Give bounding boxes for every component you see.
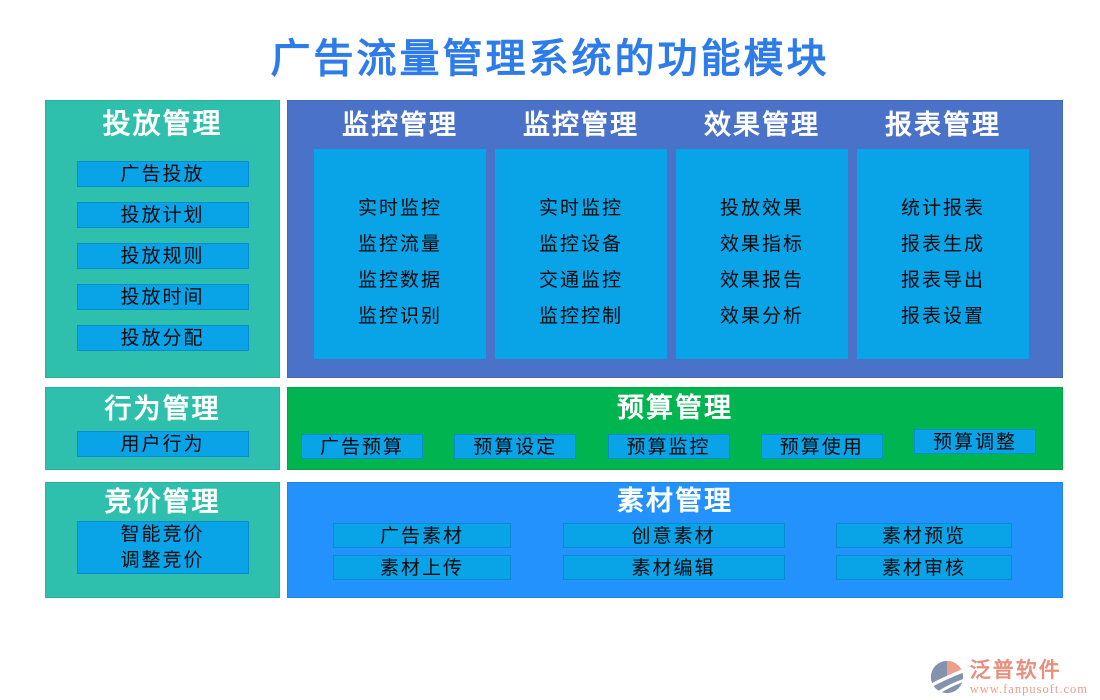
column-item: 效果指标: [719, 234, 804, 255]
budget-panel-title: 预算管理: [617, 393, 733, 423]
delivery-management-panel: 投放管理 广告投放 投放计划 投放规则 投放时间 投放分配: [45, 100, 280, 378]
column-item-box: 实时监控 监控流量 监控数据 监控识别: [314, 149, 486, 359]
column-item: 报表设置: [900, 306, 985, 327]
column-title: 报表管理: [885, 110, 1001, 140]
column-monitor-1: 监控管理 实时监控 监控流量 监控数据 监控识别: [314, 101, 486, 359]
column-item: 统计报表: [900, 198, 985, 219]
column-item: 监控设备: [538, 234, 623, 255]
column-report: 报表管理 统计报表 报表生成 报表导出 报表设置: [857, 101, 1029, 359]
behavior-management-panel: 行为管理 用户行为: [45, 387, 280, 470]
column-item: 效果分析: [719, 306, 804, 327]
fanpu-watermark: 泛普软件 www.fanpusoft.com: [928, 658, 1088, 696]
material-button-row-1: 广告素材 创意素材 素材预览: [288, 523, 1062, 548]
column-item: 效果报告: [719, 270, 804, 291]
column-effect: 效果管理 投放效果 效果指标 效果报告 效果分析: [676, 101, 848, 359]
material-item-button[interactable]: 创意素材: [562, 523, 785, 548]
bidding-panel-title: 竞价管理: [104, 487, 221, 517]
material-item-button[interactable]: 素材上传: [333, 555, 511, 580]
delivery-panel-title: 投放管理: [102, 109, 223, 140]
budget-management-panel: 预算管理 广告预算 预算设定 预算监控 预算使用 预算调整: [287, 387, 1063, 470]
budget-item-button[interactable]: 预算监控: [607, 434, 730, 459]
column-monitor-2: 监控管理 实时监控 监控设备 交通监控 监控控制: [495, 101, 667, 359]
column-item: 监控流量: [357, 234, 442, 255]
bidding-item-box[interactable]: 智能竞价 调整竞价: [76, 521, 249, 574]
material-panel-title: 素材管理: [617, 486, 733, 516]
bidding-item: 智能竞价: [120, 524, 205, 545]
delivery-item-button[interactable]: 投放时间: [76, 284, 249, 310]
monitoring-columns: 监控管理 实时监控 监控流量 监控数据 监控识别 监控管理 实时监控 监控设备 …: [288, 101, 1062, 359]
column-item: 报表导出: [900, 270, 985, 291]
bidding-item: 调整竞价: [120, 550, 205, 571]
delivery-item-button[interactable]: 投放计划: [76, 202, 249, 228]
column-title: 监控管理: [523, 110, 639, 140]
column-title: 效果管理: [704, 110, 820, 140]
column-item: 投放效果: [719, 198, 804, 219]
material-item-button[interactable]: 素材预览: [836, 523, 1012, 548]
column-item: 监控控制: [538, 306, 623, 327]
material-item-button[interactable]: 广告素材: [333, 523, 511, 548]
column-item: 实时监控: [357, 198, 442, 219]
column-item-box: 实时监控 监控设备 交通监控 监控控制: [495, 149, 667, 359]
budget-button-row: 广告预算 预算设定 预算监控 预算使用 预算调整: [288, 429, 1062, 459]
delivery-item-button[interactable]: 投放分配: [76, 325, 249, 351]
fanpu-website-url: www.fanpusoft.com: [969, 682, 1088, 696]
column-item: 实时监控: [538, 198, 623, 219]
material-item-button[interactable]: 素材审核: [836, 555, 1012, 580]
fanpu-logo-icon: [929, 660, 966, 695]
behavior-item-button[interactable]: 用户行为: [76, 431, 249, 457]
fanpu-logo-text: 泛普软件 www.fanpusoft.com: [970, 658, 1088, 696]
delivery-button-stack: 广告投放 投放计划 投放规则 投放时间 投放分配: [46, 149, 279, 351]
budget-item-button[interactable]: 预算设定: [454, 434, 577, 459]
delivery-item-button[interactable]: 广告投放: [76, 161, 249, 187]
column-title: 监控管理: [342, 110, 458, 140]
material-item-button[interactable]: 素材编辑: [562, 555, 785, 580]
fanpu-brand-name: 泛普软件: [969, 658, 1062, 682]
budget-item-button[interactable]: 预算使用: [760, 434, 883, 459]
material-button-row-2: 素材上传 素材编辑 素材审核: [288, 555, 1062, 580]
material-management-panel: 素材管理 广告素材 创意素材 素材预览 素材上传 素材编辑 素材审核: [287, 482, 1063, 598]
behavior-panel-title: 行为管理: [104, 394, 221, 424]
budget-item-button[interactable]: 广告预算: [301, 434, 423, 459]
bidding-management-panel: 竞价管理 智能竞价 调整竞价: [45, 482, 280, 598]
budget-item-button[interactable]: 预算调整: [914, 429, 1036, 454]
delivery-item-button[interactable]: 投放规则: [76, 243, 249, 269]
column-item: 报表生成: [900, 234, 985, 255]
column-item: 监控识别: [357, 306, 442, 327]
column-item: 交通监控: [538, 270, 623, 291]
column-item: 监控数据: [357, 270, 442, 291]
column-item-box: 投放效果 效果指标 效果报告 效果分析: [676, 149, 848, 359]
monitoring-management-panel: 监控管理 实时监控 监控流量 监控数据 监控识别 监控管理 实时监控 监控设备 …: [287, 100, 1063, 378]
page-title: 广告流量管理系统的功能模块: [270, 36, 830, 81]
column-item-box: 统计报表 报表生成 报表导出 报表设置: [857, 149, 1029, 359]
